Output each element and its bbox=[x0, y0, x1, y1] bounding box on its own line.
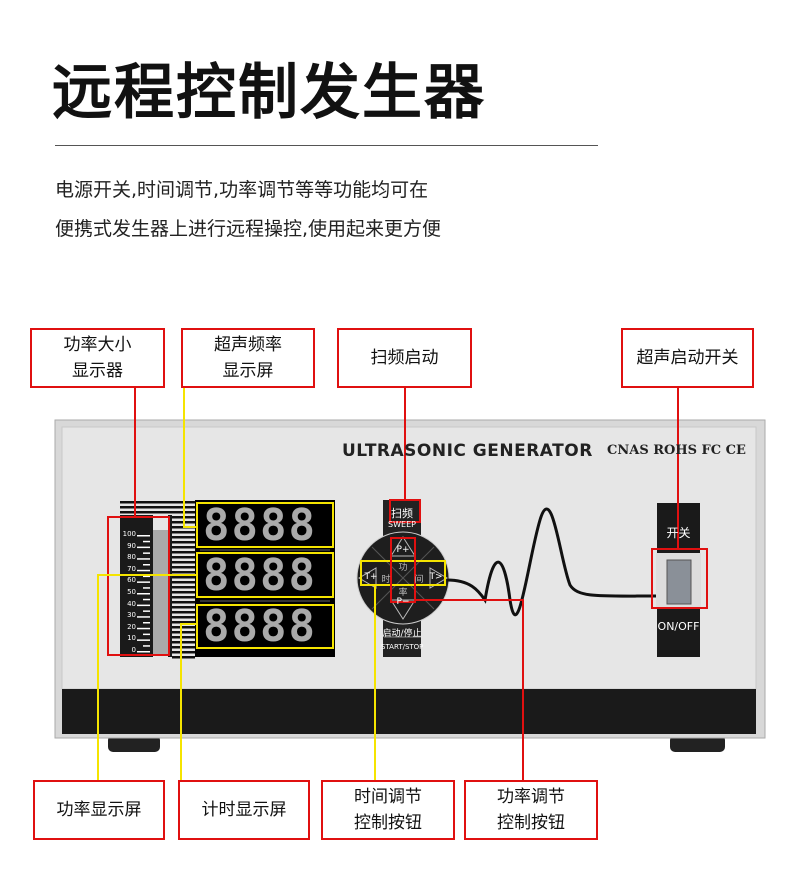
shi-label: 时 bbox=[381, 575, 391, 585]
brand-label: ULTRASONIC GENERATOR bbox=[342, 441, 593, 461]
stripe bbox=[120, 511, 195, 514]
power-up-button[interactable]: P+ bbox=[396, 545, 410, 555]
scale-tick bbox=[143, 575, 150, 578]
stripe bbox=[172, 561, 195, 564]
stripe bbox=[172, 571, 195, 574]
stripe bbox=[172, 636, 195, 639]
stripe bbox=[172, 551, 195, 554]
stripe bbox=[172, 541, 195, 544]
scale-tick bbox=[137, 593, 150, 595]
page-title: 远程控制发生器 bbox=[52, 58, 486, 128]
scale-tick bbox=[137, 535, 150, 537]
jian-label: 间 bbox=[414, 575, 424, 585]
scale-tick bbox=[137, 639, 150, 641]
scale-label: 30 bbox=[127, 611, 136, 620]
stripe bbox=[172, 596, 195, 599]
scale-tick bbox=[143, 633, 150, 636]
scale-label: 80 bbox=[127, 553, 136, 562]
certification-marks: CNAS ROHS FC CE bbox=[607, 443, 746, 458]
callout-frequency-display: 超声频率 显示屏 bbox=[181, 328, 315, 388]
stripe bbox=[172, 566, 195, 569]
stripe bbox=[120, 501, 195, 504]
power-display: 8888 bbox=[203, 550, 317, 601]
subtitle-line-1: 电源开关,时间调节,功率调节等等功能均可在 bbox=[55, 179, 429, 201]
scale-label: 90 bbox=[127, 541, 136, 550]
callout-power-display: 功率显示屏 bbox=[33, 780, 165, 840]
power-switch[interactable]: ON/OFF bbox=[657, 620, 700, 633]
lv-label: 率 bbox=[398, 588, 408, 598]
timer-display: 8888 bbox=[203, 601, 317, 652]
subtitle-line-2: 便携式发生器上进行远程操控,使用起来更方便 bbox=[55, 218, 442, 240]
frequency-display: 8888 bbox=[203, 500, 317, 551]
scale-label: 100 bbox=[122, 530, 136, 538]
sweep-label: SWEEP bbox=[388, 520, 416, 529]
scale-tick bbox=[137, 616, 150, 618]
sweep-button[interactable]: 扫频 bbox=[391, 507, 413, 520]
stripe bbox=[172, 591, 195, 594]
stripe bbox=[172, 656, 195, 659]
scale-label: 10 bbox=[127, 634, 136, 643]
divider bbox=[55, 145, 598, 146]
stripe bbox=[172, 611, 195, 614]
scale-tick bbox=[137, 581, 150, 583]
switch-label: 开关 bbox=[666, 526, 691, 540]
stripe bbox=[172, 556, 195, 559]
start-stop-label: START/STOP bbox=[381, 643, 424, 651]
scale-tick bbox=[137, 651, 150, 653]
stripe bbox=[172, 581, 195, 584]
scale-tick bbox=[137, 627, 150, 630]
stripe bbox=[172, 531, 195, 534]
scale-label: 0 bbox=[131, 646, 136, 654]
scale-tick bbox=[137, 546, 150, 549]
scale-label: 60 bbox=[127, 576, 136, 585]
scale-tick bbox=[143, 645, 150, 647]
stripe bbox=[172, 546, 195, 549]
callout-switch: 超声启动开关 bbox=[621, 328, 754, 388]
scale-label: 40 bbox=[127, 599, 136, 608]
callout-power-buttons: 功率调节 控制按钮 bbox=[464, 780, 598, 840]
stripe bbox=[172, 616, 195, 619]
stripe bbox=[172, 626, 195, 629]
callout-power-meter: 功率大小 显示器 bbox=[30, 328, 165, 388]
stripe bbox=[172, 576, 195, 579]
scale-label: 20 bbox=[127, 622, 136, 631]
stripe bbox=[172, 646, 195, 649]
stripe bbox=[120, 506, 195, 509]
stripe bbox=[172, 601, 195, 604]
stripe bbox=[172, 536, 195, 539]
stripe bbox=[172, 586, 195, 589]
gong-label: 功 bbox=[398, 563, 408, 573]
stripe bbox=[172, 621, 195, 624]
stripe bbox=[172, 651, 195, 654]
scale-label: 50 bbox=[127, 588, 136, 596]
scale-tick bbox=[143, 622, 150, 624]
scale-tick bbox=[143, 610, 150, 612]
scale-tick bbox=[137, 569, 150, 572]
scale-tick bbox=[143, 564, 150, 566]
scale-tick bbox=[137, 604, 150, 607]
scale-label: 70 bbox=[127, 564, 136, 573]
scale-tick bbox=[137, 558, 150, 560]
power-down-button[interactable]: P− bbox=[396, 597, 410, 607]
stripe bbox=[172, 606, 195, 609]
time-up-button[interactable]: T+ bbox=[364, 572, 378, 582]
callout-sweep: 扫频启动 bbox=[337, 328, 472, 388]
scale-tick bbox=[143, 552, 150, 554]
stripe bbox=[172, 631, 195, 634]
callout-time-buttons: 时间调节 控制按钮 bbox=[321, 780, 455, 840]
time-down-button[interactable]: T> bbox=[429, 572, 443, 582]
scale-tick bbox=[143, 598, 150, 601]
start-stop-button[interactable]: 启动/停止 bbox=[382, 629, 422, 639]
scale-tick bbox=[143, 587, 150, 589]
scale-tick bbox=[143, 540, 150, 543]
callout-timer-display: 计时显示屏 bbox=[178, 780, 310, 840]
stripe bbox=[172, 641, 195, 644]
